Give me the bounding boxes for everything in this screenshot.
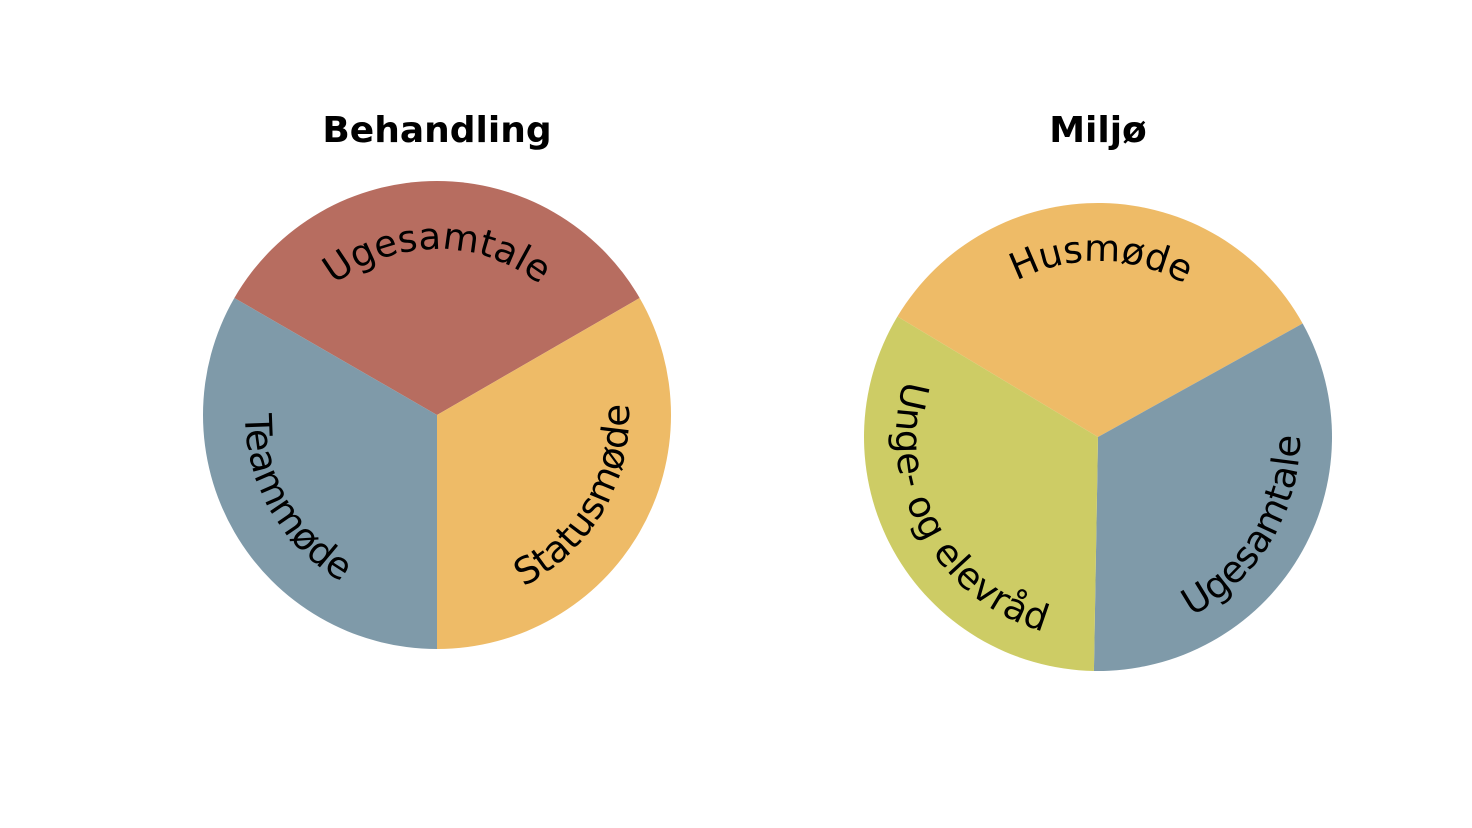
chart-title: Behandling [322, 110, 551, 151]
chart-title: Miljø [1049, 110, 1147, 151]
pie-slice [1093, 323, 1332, 671]
pie-slice [437, 298, 672, 649]
pie-slice [234, 181, 640, 415]
pie-slice [863, 316, 1098, 671]
pie-slice [202, 298, 437, 649]
pie-slice [897, 202, 1303, 437]
